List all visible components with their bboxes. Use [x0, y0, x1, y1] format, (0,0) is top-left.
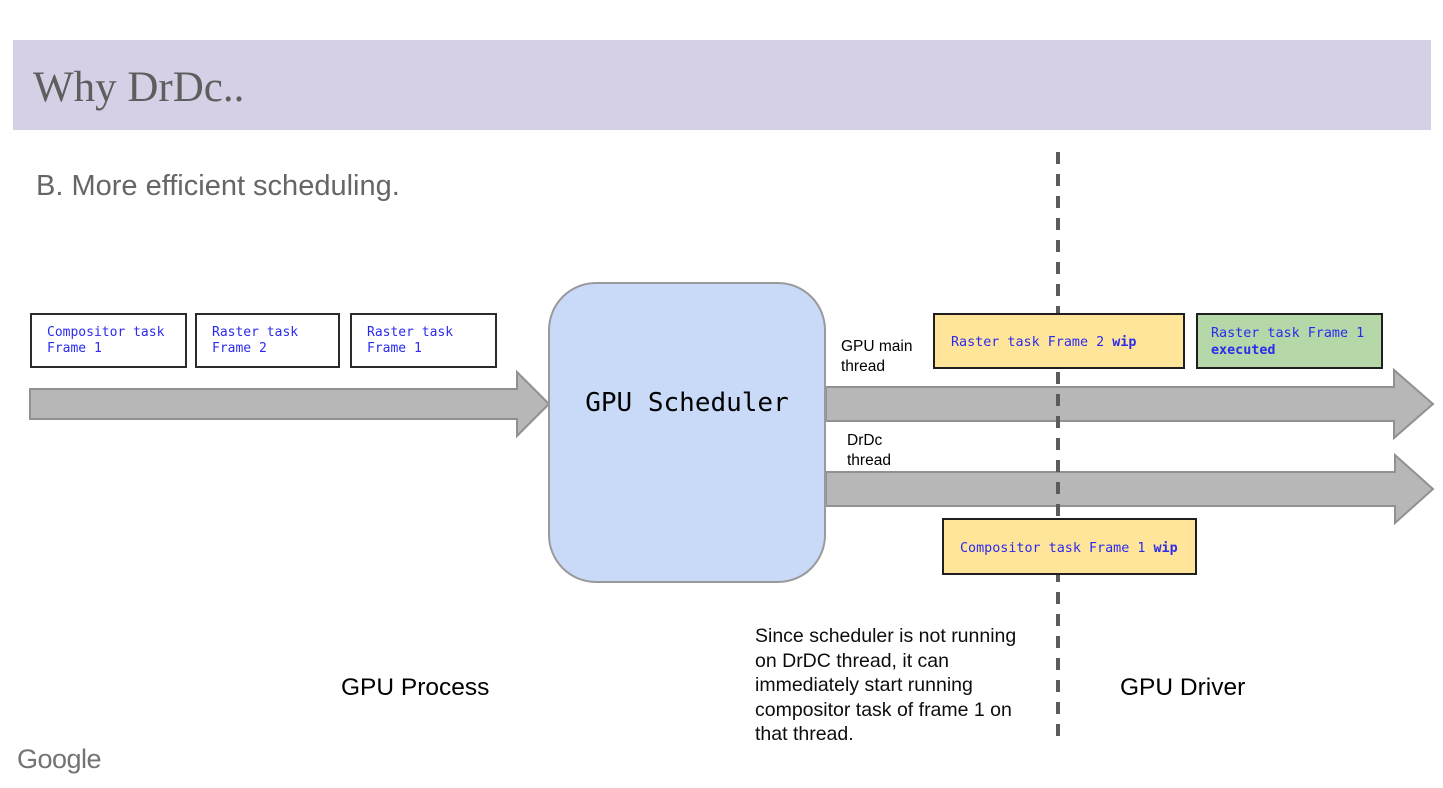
queue-box-raster-frame2: Raster task Frame 2 [195, 313, 340, 368]
slide-subtitle: B. More efficient scheduling. [36, 170, 400, 202]
compositor-frame1-wip-box: Compositor task Frame 1 wip [942, 518, 1197, 575]
raster-frame1-executed-box: Raster task Frame 1 executed [1196, 313, 1383, 369]
gpu-driver-label: GPU Driver [1120, 674, 1246, 701]
task-label-line: Raster task [212, 325, 299, 340]
drdc-thread-label: DrDc thread [847, 431, 891, 471]
task-label-line: Raster task [367, 325, 454, 340]
scheduler-note-line: on DrDC thread, it can [755, 649, 950, 672]
scheduler-note-line: that thread. [755, 723, 854, 746]
slide-title: Why DrDc.. [33, 64, 245, 111]
queue-box-compositor-frame1: Compositor task Frame 1 [30, 313, 187, 368]
raster-frame1-executed-flag: executed [1211, 343, 1276, 358]
drdc-thread-arrow [825, 452, 1435, 526]
gpu-main-thread-label: GPU main thread [841, 337, 913, 377]
gpu-main-thread-label-line2: thread [841, 358, 885, 375]
gpu-main-thread-label-line1: GPU main [841, 338, 913, 355]
compositor-frame1-wip-text: Compositor task Frame 1 [960, 541, 1146, 556]
task-label-line: Frame 1 [367, 341, 422, 356]
scheduler-note-line: Since scheduler is not running [755, 625, 1017, 647]
raster-frame1-executed-text: Raster task Frame 1 [1211, 326, 1365, 341]
raster-frame2-wip-text: Raster task Frame 2 [951, 335, 1105, 350]
task-label-line: Frame 2 [212, 341, 267, 356]
task-label-line: Frame 1 [47, 341, 102, 356]
drdc-thread-label-line2: thread [847, 452, 891, 469]
task-label-line: Compositor task [47, 325, 165, 340]
compositor-frame1-wip-flag: wip [1153, 541, 1178, 556]
gpu-main-thread-arrow [825, 367, 1435, 441]
scheduler-note: Since scheduler is not running on DrDC t… [755, 624, 1016, 747]
gpu-scheduler-label: GPU Scheduler [585, 388, 789, 418]
raster-frame2-wip-flag: wip [1112, 335, 1137, 350]
scheduler-note-line: compositor task of frame 1 on [755, 698, 1012, 721]
scheduler-note-line: immediately start running [755, 674, 973, 697]
gpu-scheduler-box: GPU Scheduler [548, 282, 826, 583]
raster-frame2-wip-box: Raster task Frame 2 wip [933, 313, 1185, 369]
google-logo: Google [17, 744, 102, 774]
drdc-thread-label-line1: DrDc [847, 432, 883, 449]
queue-box-raster-frame1: Raster task Frame 1 [350, 313, 497, 368]
queue-input-arrow [29, 369, 551, 439]
header-bar: Why DrDc.. [13, 40, 1431, 130]
gpu-process-label: GPU Process [341, 674, 490, 701]
